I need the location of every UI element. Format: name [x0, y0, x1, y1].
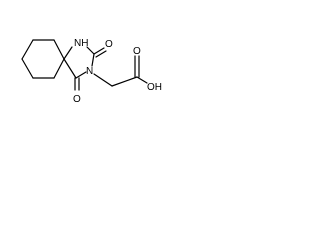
atom-label-n: N: [86, 66, 93, 77]
double-bond: [95, 50, 107, 58]
bond: [111, 76, 138, 87]
bond: [136, 76, 148, 84]
cyclohexane-ring: [21, 39, 65, 79]
chemical-structure-diagram: NH N O O O OH: [21, 38, 162, 105]
bond: [63, 58, 77, 79]
bond: [93, 73, 113, 87]
hydantoin-ring: [63, 46, 95, 79]
atom-label-oh: OH: [147, 82, 162, 93]
acetic-acid-chain: [93, 55, 148, 87]
bond: [21, 58, 34, 79]
atom-label-o-bottom: O: [73, 94, 81, 105]
carbonyl-bonds: [74, 47, 107, 91]
bond: [53, 39, 65, 60]
atom-label-o-top: O: [105, 39, 113, 50]
bond: [21, 39, 34, 60]
double-bond: [93, 47, 105, 55]
bond: [86, 46, 95, 55]
atom-label-o-acid: O: [133, 46, 141, 57]
bond: [53, 58, 65, 79]
bond: [91, 53, 95, 67]
bond: [63, 46, 73, 60]
atom-label-nh: NH: [74, 38, 88, 49]
bond: [75, 71, 87, 79]
